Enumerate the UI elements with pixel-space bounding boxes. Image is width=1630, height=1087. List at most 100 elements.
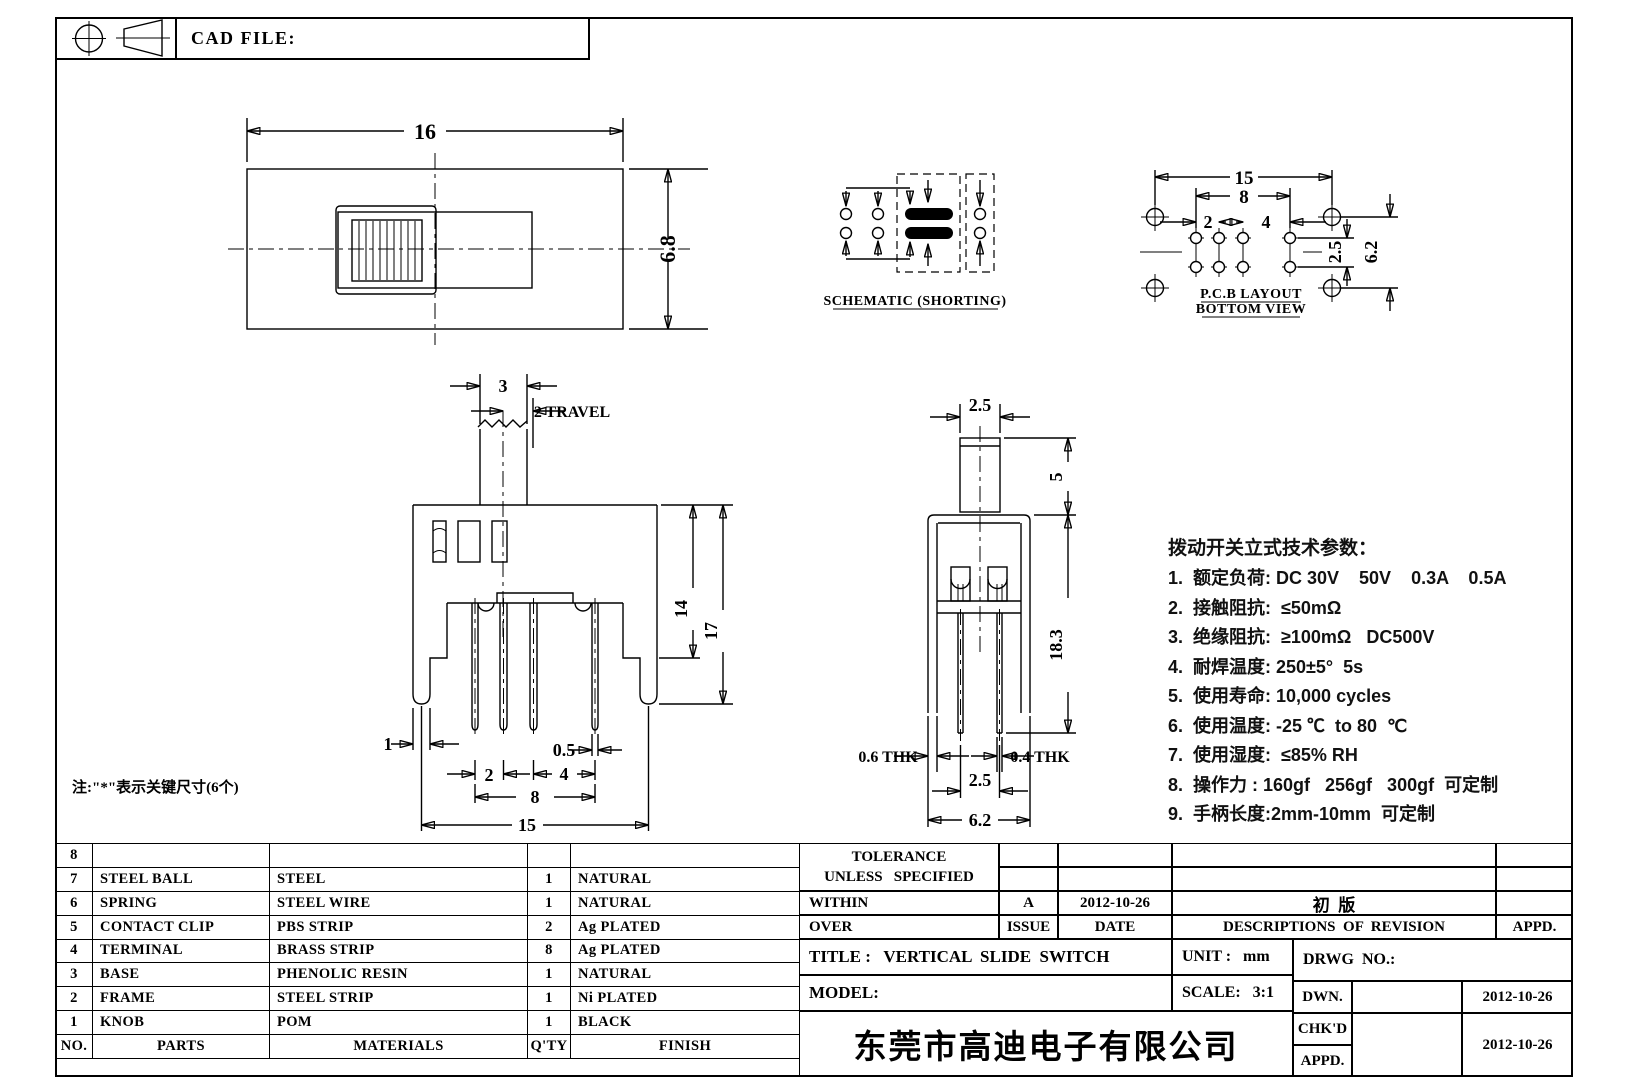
tech-item: 1. 额定负荷: DC 30V 50V 0.3A 0.5A: [1168, 568, 1507, 588]
dim-front-3: 3: [499, 376, 508, 396]
knob-stem: [479, 429, 528, 505]
dwn-label: DWN.: [1293, 981, 1352, 1013]
chkd-date: 2012-10-26: [1462, 1013, 1573, 1077]
tolerance-line1: TOLERANCE: [851, 849, 947, 865]
side-terminals: [957, 613, 1003, 734]
table-row: 8: [55, 843, 800, 868]
appd-empty-2: [1496, 867, 1573, 891]
dim-pcb-4: 4: [1262, 212, 1271, 232]
part-name: BASE: [92, 962, 270, 988]
table-row: 6 SPRING STEEL WIRE 1 NATURAL: [55, 890, 800, 916]
top-view: 16 6.8: [228, 118, 708, 345]
shorting-bar-top: [905, 208, 953, 220]
tolerance-cell: TOLERANCE UNLESS SPECIFIED: [799, 843, 999, 891]
tech-item: 2. 接触阻抗: ≤50mΩ: [1168, 597, 1342, 618]
part-material: POM: [269, 1010, 528, 1035]
pcb-layout-view: 15 8 2 4 2.5 6.2 P.C.B LAYOUT BOTTOM VIE…: [1140, 168, 1398, 318]
chkd-name-cell: [1352, 1013, 1462, 1077]
part-finish: Ag PLATED: [570, 914, 800, 940]
table-row: 7 STEEL BALL STEEL 1 NATURAL: [55, 866, 800, 892]
part-finish: Ag PLATED: [570, 938, 800, 964]
part-material: PBS STRIP: [269, 914, 528, 940]
part-name: STEEL BALL: [92, 866, 270, 892]
cad-file-label: CAD FILE:: [191, 28, 297, 48]
part-no: 5: [55, 914, 93, 940]
schematic-view: SCHEMATIC (SHORTING): [823, 173, 1006, 310]
part-no: 3: [55, 962, 93, 988]
issue-empty-2: [999, 867, 1058, 891]
date-label: DATE: [1058, 915, 1172, 939]
dim-side-2_5-top: 2.5: [969, 395, 992, 415]
dim-side-5: 5: [1046, 473, 1066, 482]
revision-empty-1: [1172, 843, 1496, 867]
part-material: [269, 843, 528, 868]
part-no: 7: [55, 866, 93, 892]
col-header-finish: FINISH: [570, 1034, 800, 1059]
chkd-label: CHK'D: [1293, 1013, 1352, 1045]
revision-empty-2: [1172, 867, 1496, 891]
dim-top-width: 16: [414, 119, 436, 144]
dim-side-6_2: 6.2: [969, 810, 992, 830]
issue-date-value: 2012-10-26: [1058, 891, 1172, 915]
table-row: 2 FRAME STEEL STRIP 1 Ni PLATED: [55, 986, 800, 1012]
projection-symbol-cell: [57, 19, 177, 58]
tech-item: 8. 操作力 : 160gf 256gf 300gf 可定制: [1168, 774, 1499, 795]
part-qty: 2: [527, 914, 571, 940]
appd-empty-3: [1496, 891, 1573, 915]
col-header-parts: PARTS: [92, 1034, 270, 1059]
part-qty: 1: [527, 962, 571, 988]
part-qty: [527, 843, 571, 868]
table-row: 5 CONTACT CLIP PBS STRIP 2 Ag PLATED: [55, 914, 800, 940]
key-dimension-note: 注:"*"表示关键尺寸(6个): [72, 780, 239, 796]
part-finish: NATURAL: [570, 866, 800, 892]
part-qty: 1: [527, 890, 571, 916]
dim-top-height: 6.8: [655, 235, 680, 263]
part-material: PHENOLIC RESIN: [269, 962, 528, 988]
part-name: CONTACT CLIP: [92, 914, 270, 940]
side-frame-outline: [927, 514, 1031, 713]
part-qty: 1: [527, 986, 571, 1012]
part-no: 8: [55, 843, 93, 868]
shorting-bar-bottom: [905, 227, 953, 239]
company-name: 东莞市高迪电子有限公司: [799, 1011, 1293, 1077]
dim-pcb-6_2: 6.2: [1361, 241, 1381, 264]
dim-pcb-2_5: 2.5: [1325, 241, 1345, 264]
unit-cell: UNIT : mm: [1172, 939, 1293, 975]
dim-pcb-15: 15: [1235, 168, 1254, 189]
scale-cell: SCALE: 3:1: [1172, 975, 1293, 1011]
tech-parameters: 拨动开关立式技术参数： 1. 额定负荷: DC 30V 50V 0.3A 0.5…: [1168, 534, 1506, 830]
part-finish: NATURAL: [570, 890, 800, 916]
dwn-name-cell: [1352, 981, 1462, 1013]
tech-item: 6. 使用温度: -25 ℃ to 80 ℃: [1168, 715, 1408, 736]
part-qty: 8: [527, 938, 571, 964]
third-angle-projection-icon: [72, 19, 170, 57]
front-view: 3 2 TRAVEL 14 17 1 0.5 2: [384, 374, 733, 835]
dim-side-18_3: 18.3: [1046, 629, 1066, 661]
part-name: KNOB: [92, 1010, 270, 1035]
title-cell: TITLE : VERTICAL SLIDE SWITCH: [799, 939, 1172, 975]
col-header-no: NO.: [55, 1034, 93, 1059]
dim-front-14: 14: [671, 600, 691, 618]
dim-side-2_5-bottom: 2.5: [969, 770, 992, 790]
drwg-no-cell: DRWG NO.:: [1293, 939, 1573, 981]
side-view: 2.5 5 18.3 0.6 THK 0.4 THK 2.5 6.2: [858, 395, 1076, 830]
dim-front-4: 4: [560, 764, 569, 784]
schematic-caption: SCHEMATIC (SHORTING): [823, 294, 1006, 309]
part-finish: NATURAL: [570, 962, 800, 988]
table-row: 3 BASE PHENOLIC RESIN 1 NATURAL: [55, 962, 800, 988]
appd-header: APPD.: [1496, 915, 1573, 939]
part-name: FRAME: [92, 986, 270, 1012]
dim-side-0_6-thk: 0.6 THK: [858, 749, 918, 766]
part-name: [92, 843, 270, 868]
knob-frame: [335, 205, 437, 295]
within-label: WITHIN: [799, 891, 999, 915]
part-name: TERMINAL: [92, 938, 270, 964]
tech-item: 5. 使用寿命: 10,000 cycles: [1168, 686, 1392, 706]
table-header-row: NO. PARTS MATERIALS Q'TY FINISH: [55, 1034, 800, 1059]
dim-front-17: 17: [701, 622, 721, 640]
dim-front-travel: 2 TRAVEL: [534, 404, 610, 421]
tech-item: 3. 绝缘阻抗: ≥100mΩ DC500V: [1168, 627, 1435, 647]
appd-empty-1: [1496, 843, 1573, 867]
